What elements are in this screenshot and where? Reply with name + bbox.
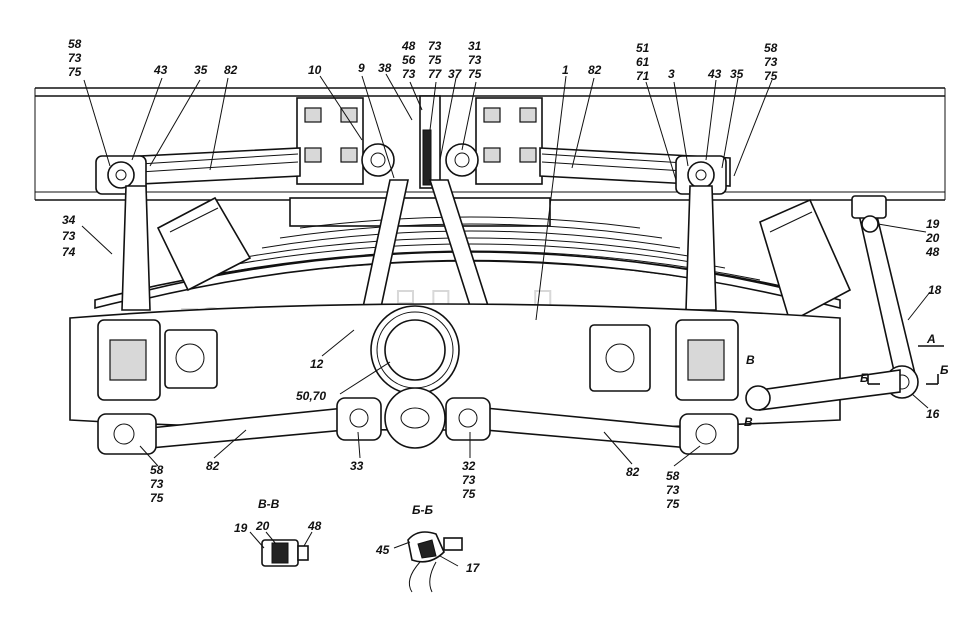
callout-c-tl-58-3: 75 (68, 65, 82, 79)
callout-c-34-3: 74 (62, 245, 76, 259)
upper-joint-left (95, 155, 147, 195)
callout-c-48-3: 73 (402, 67, 416, 81)
callout-c-19-r-1: 19 (926, 217, 940, 231)
brake-chamber-right (759, 198, 852, 324)
callout-c-br-58-3: 75 (666, 497, 680, 511)
callout-c-9: 9 (358, 61, 365, 75)
hub-left (97, 319, 218, 401)
brake-chamber-left (156, 196, 252, 292)
stabilizer-link (745, 195, 919, 411)
callout-c-82-tr: 82 (588, 63, 602, 77)
callout-c-43-r: 43 (707, 67, 722, 81)
section-marker-a: А (918, 332, 944, 347)
callout-c-82-br: 82 (626, 465, 640, 479)
callout-c-31-2: 73 (468, 53, 482, 67)
callout-c-19-r-3: 48 (925, 245, 940, 259)
section-vv-detail: В-В (249, 497, 313, 567)
callout-c-vv-48: 48 (307, 519, 322, 533)
callout-c-vv-20: 20 (255, 519, 270, 533)
callout-c-16: 16 (926, 407, 940, 421)
section-vv-title: В-В (258, 497, 280, 511)
callout-c-51-2: 61 (636, 55, 650, 69)
marker-b-label-right: Б (940, 363, 949, 377)
callout-c-bl-58-2: 73 (150, 477, 164, 491)
callout-c-82-bl: 82 (206, 459, 220, 473)
callout-c-19-r-2: 20 (925, 231, 940, 245)
callout-c-32-3: 75 (462, 487, 476, 501)
callout-c-77-1: 73 (428, 39, 442, 53)
callout-c-48-1: 48 (401, 39, 416, 53)
marker-b-label-left: Б (860, 371, 869, 385)
callout-c-35-r: 35 (730, 67, 744, 81)
callout-c-32-1: 32 (462, 459, 476, 473)
callout-c-1: 1 (562, 63, 569, 77)
callout-c-34-1: 34 (62, 213, 76, 227)
callout-c-82-tl: 82 (224, 63, 238, 77)
callout-c-tl-58-2: 73 (68, 51, 82, 65)
marker-a-label: А (926, 332, 936, 346)
callout-c-35-l: 35 (194, 63, 208, 77)
callout-c-77-2: 75 (428, 53, 442, 67)
marker-v-label: В (744, 415, 753, 429)
callout-c-33: 33 (350, 459, 364, 473)
callout-c-48-2: 56 (402, 53, 416, 67)
upper-joint-right (675, 155, 727, 195)
callout-c-51-3: 71 (636, 69, 650, 83)
callout-c-3: 3 (668, 67, 675, 81)
section-bb-detail: Б-Б (393, 503, 463, 593)
leader-lines (81, 73, 931, 467)
callout-c-38: 38 (378, 61, 392, 75)
callout-c-bl-58-1: 58 (150, 463, 164, 477)
callout-c-bb-45: 45 (375, 543, 390, 557)
callout-c-vv-19: 19 (234, 521, 248, 535)
callout-c-bl-58-3: 75 (150, 491, 164, 505)
callout-c-34-2: 73 (62, 229, 76, 243)
hub-right (589, 319, 739, 401)
callout-c-bb-17: 17 (466, 561, 481, 575)
callout-c-77-3: 77 (428, 67, 443, 81)
callout-c-tl-58-1: 58 (68, 37, 82, 51)
lower-rods (97, 397, 739, 455)
callout-c-31-3: 75 (468, 67, 482, 81)
spring-seat (289, 197, 551, 227)
callout-c-tr-58-1: 58 (764, 41, 778, 55)
callout-c-50: 50,70 (296, 389, 326, 403)
callout-labels: 58 73 75 43 35 82 10 9 38 48 56 73 73 75… (62, 37, 942, 575)
section-marker-v: В В (744, 353, 755, 429)
upper-rods (99, 147, 731, 187)
marker-v-label-top: В (746, 353, 755, 367)
callout-c-51-1: 51 (636, 41, 650, 55)
callout-c-br-58-1: 58 (666, 469, 680, 483)
center-bracket (296, 95, 543, 189)
callout-c-37: 37 (448, 67, 463, 81)
callout-c-32-2: 73 (462, 473, 476, 487)
section-bb-title: Б-Б (412, 503, 433, 517)
callout-c-br-58-2: 73 (666, 483, 680, 497)
leaf-spring (94, 216, 841, 310)
callout-c-31-1: 31 (468, 39, 482, 53)
callout-c-10: 10 (308, 63, 322, 77)
callout-c-43-l: 43 (153, 63, 168, 77)
callout-c-tr-58-2: 73 (764, 55, 778, 69)
callout-c-12: 12 (310, 357, 324, 371)
callout-c-18: 18 (928, 283, 942, 297)
callout-c-tr-58-3: 75 (764, 69, 778, 83)
section-marker-b: Б Б (860, 363, 949, 385)
